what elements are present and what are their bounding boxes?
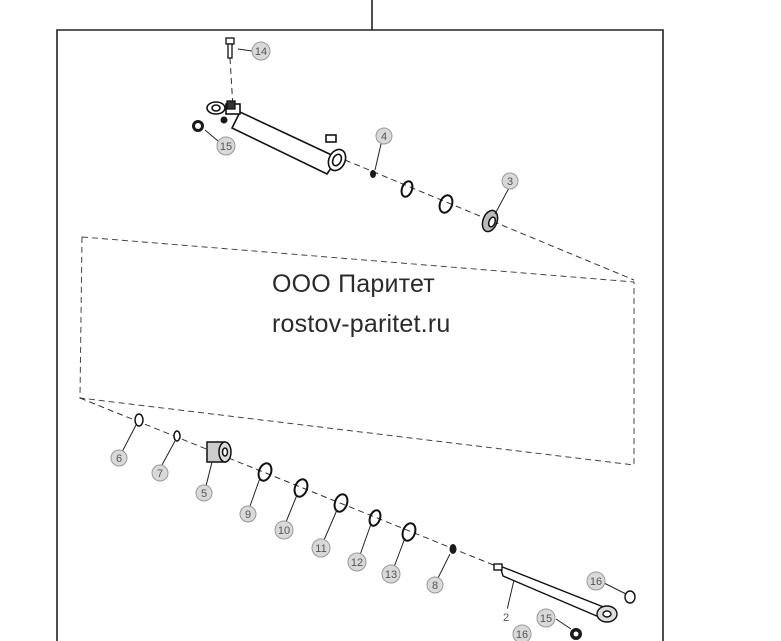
part-4 (370, 170, 376, 178)
seal-8 (449, 544, 457, 554)
callout-9: 9 (239, 505, 257, 523)
callout-7: 7 (151, 464, 169, 482)
callout-8: 8 (426, 576, 444, 594)
callout-15-top: 15 (216, 136, 236, 156)
svg-text:8: 8 (432, 580, 438, 592)
seal-6 (134, 413, 144, 427)
callout-13: 13 (381, 564, 401, 584)
callout-2: 2 (497, 608, 515, 626)
piston-5 (206, 441, 232, 463)
bolt-14 (225, 37, 236, 110)
callout-16-bottom: 16 (512, 624, 532, 641)
svg-text:15: 15 (540, 613, 552, 625)
svg-text:9: 9 (245, 509, 251, 521)
rod-2 (493, 563, 636, 623)
svg-text:16: 16 (590, 576, 602, 588)
gland-3 (481, 209, 499, 233)
svg-text:3: 3 (507, 176, 513, 188)
svg-text:15: 15 (220, 141, 232, 153)
svg-text:7: 7 (157, 468, 163, 480)
svg-text:16: 16 (516, 629, 528, 641)
svg-text:4: 4 (381, 131, 387, 143)
seal-7 (173, 430, 181, 442)
svg-text:12: 12 (351, 557, 363, 569)
callout-10: 10 (274, 520, 294, 540)
callout-3: 3 (501, 172, 519, 190)
svg-text:10: 10 (278, 525, 290, 537)
svg-text:5: 5 (201, 488, 207, 500)
callout-5: 5 (195, 484, 213, 502)
orings-bottom (257, 462, 417, 542)
callout-6: 6 (110, 449, 128, 467)
callout-12: 12 (347, 552, 367, 572)
callout-14: 14 (251, 41, 271, 61)
callout-16-right: 16 (586, 571, 606, 591)
svg-text:14: 14 (255, 46, 267, 58)
svg-text:2: 2 (503, 612, 509, 624)
svg-text:13: 13 (385, 569, 397, 581)
nipple-15-bottom (570, 628, 582, 640)
svg-text:6: 6 (116, 453, 122, 465)
center-lines (79, 57, 635, 609)
callout-15-bottom: 15 (536, 608, 556, 628)
nipple-15-top (192, 116, 228, 132)
leader-lines (121, 48, 627, 630)
watermark-company: ООО Паритет (272, 270, 435, 298)
callout-11: 11 (311, 538, 331, 558)
callout-4: 4 (375, 127, 393, 145)
watermark-site: rostov-paritet.ru (272, 310, 451, 338)
svg-text:11: 11 (315, 543, 326, 555)
orings-top (400, 180, 454, 214)
diagram-frame (56, 0, 664, 641)
